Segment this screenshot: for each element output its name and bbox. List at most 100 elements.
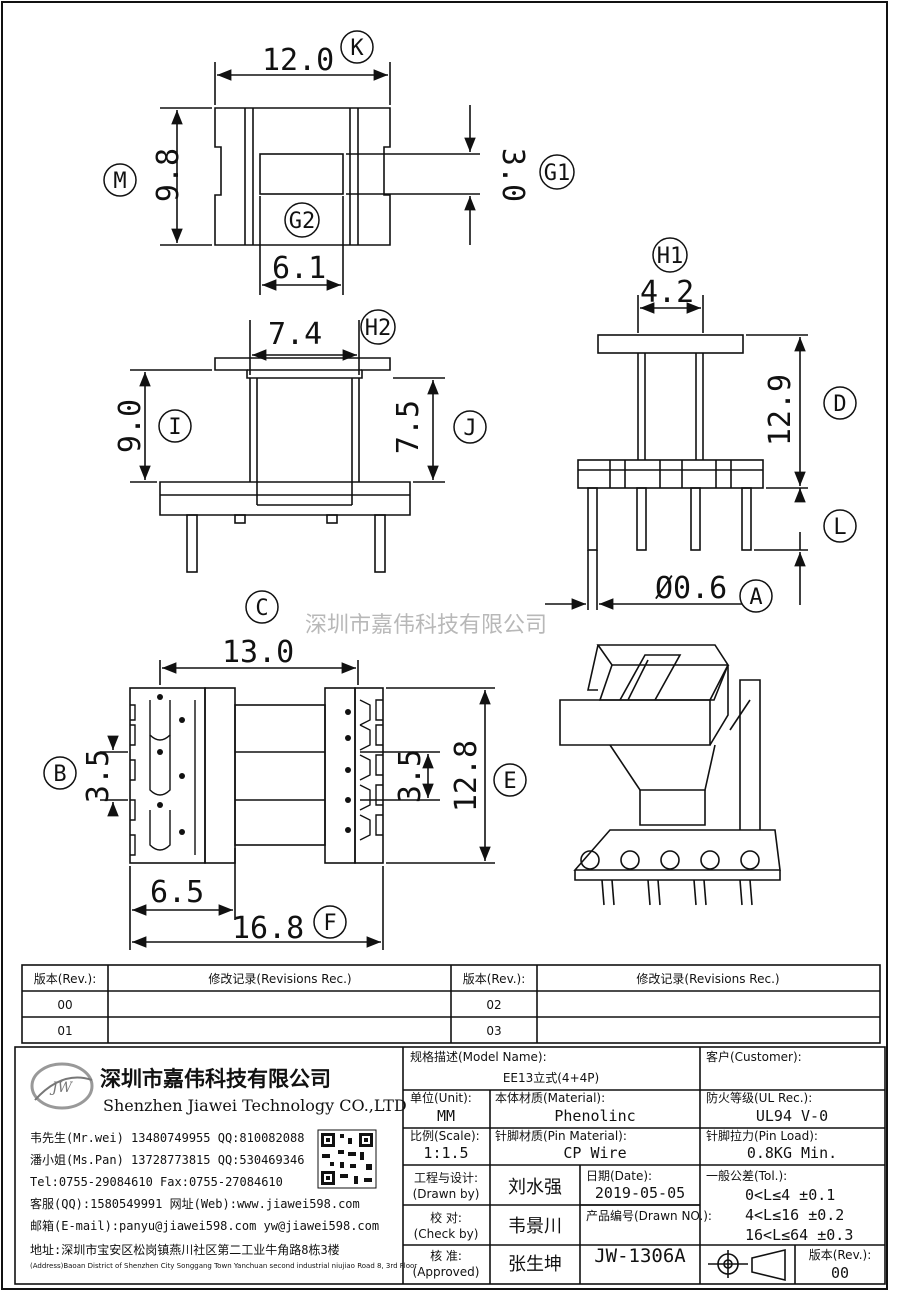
dim-e: 12.8 bbox=[449, 740, 484, 812]
bottom-view bbox=[129, 687, 384, 864]
model-value: EE13立式(4+4P) bbox=[503, 1070, 599, 1085]
rev-row-03: 03 bbox=[486, 1024, 501, 1038]
pin-load-label: 针脚拉力(Pin Load): bbox=[706, 1128, 818, 1143]
dim-f: 16.8 bbox=[232, 911, 304, 946]
rev-value: 00 bbox=[831, 1264, 849, 1282]
company-name-en: Shenzhen Jiawei Technology CO.,LTD bbox=[103, 1096, 407, 1115]
model-label: 规格描述(Model Name): bbox=[410, 1049, 547, 1064]
contact-address: 地址:深圳市宝安区松岗镇燕川社区第二工业牛角路8栋3楼 bbox=[30, 1242, 340, 1257]
date-label: 日期(Date): bbox=[586, 1169, 652, 1183]
label-i: I bbox=[168, 415, 181, 440]
dim-j: 7.5 bbox=[391, 400, 426, 454]
side-view bbox=[577, 334, 764, 551]
rev-col-header-1: 版本(Rev.): bbox=[34, 972, 97, 986]
rev-row-00: 00 bbox=[57, 998, 72, 1012]
date-value: 2019-05-05 bbox=[595, 1184, 685, 1202]
label-j: J bbox=[463, 416, 476, 441]
dim-m: 9.8 bbox=[151, 148, 186, 202]
bottom-view-pin-slots bbox=[130, 699, 383, 856]
rev-col-header-2: 版本(Rev.): bbox=[463, 972, 526, 986]
scale-value: 1:1.5 bbox=[423, 1144, 468, 1162]
tolerance-2: 4<L≤16 ±0.2 bbox=[745, 1206, 844, 1224]
logo-text: JW bbox=[49, 1080, 74, 1096]
rev-row-01: 01 bbox=[57, 1024, 72, 1038]
isometric-view bbox=[559, 644, 781, 906]
label-a: A bbox=[749, 585, 762, 610]
check-label-en: (Check by) bbox=[414, 1227, 479, 1241]
dim-i: 9.0 bbox=[113, 399, 148, 453]
dim-b: 3.5 bbox=[81, 749, 116, 803]
contact-wei: 韦先生(Mr.wei) 13480749955 QQ:810082088 bbox=[30, 1131, 304, 1145]
dim-b-inner: 3.5 bbox=[393, 749, 428, 803]
contact-qq-web: 客服(QQ):1580549991 网址(Web):www.jiawei598.… bbox=[30, 1196, 360, 1211]
label-f: F bbox=[323, 911, 336, 936]
contact-pan: 潘小姐(Ms.Pan) 13728773815 QQ:530469346 bbox=[30, 1153, 304, 1167]
label-c: C bbox=[255, 596, 268, 621]
rec-col-header-2: 修改记录(Revisions Rec.) bbox=[636, 971, 779, 986]
label-b: B bbox=[53, 762, 66, 787]
pin-material-value: CP Wire bbox=[563, 1144, 626, 1162]
dim-a: Ø0.6 bbox=[655, 571, 727, 606]
contact-tel-fax: Tel:0755-29084610 Fax:0755-27084610 bbox=[30, 1175, 283, 1189]
material-value: Phenolinc bbox=[554, 1107, 635, 1125]
approved-label-en: (Approved) bbox=[413, 1265, 480, 1279]
drawn-by: 刘水强 bbox=[508, 1177, 562, 1198]
check-by: 韦景川 bbox=[508, 1216, 562, 1237]
projection-symbol bbox=[708, 1248, 786, 1282]
contact-email: 邮箱(E-mail):panyu@jiawei598.com yw@jiawei… bbox=[30, 1218, 379, 1233]
tolerance-1: 0<L≤4 ±0.1 bbox=[745, 1186, 835, 1204]
dim-f1: 6.5 bbox=[150, 875, 204, 910]
dim-k: 12.0 bbox=[262, 43, 334, 78]
company-logo: JW bbox=[30, 1062, 94, 1110]
drawn-label-en: (Drawn by) bbox=[413, 1187, 480, 1201]
label-l: L bbox=[833, 515, 846, 540]
label-h2: H2 bbox=[365, 316, 392, 341]
front-view bbox=[159, 357, 411, 573]
dim-h1: 4.2 bbox=[640, 275, 694, 310]
drawn-no-label: 产品编号(Drawn NO.): bbox=[586, 1208, 712, 1223]
dim-g2: 6.1 bbox=[272, 251, 326, 286]
label-m: M bbox=[113, 169, 126, 194]
revision-table bbox=[21, 964, 881, 1044]
rev-row-02: 02 bbox=[486, 998, 501, 1012]
customer-label: 客户(Customer): bbox=[706, 1049, 802, 1064]
unit-label: 单位(Unit): bbox=[410, 1090, 472, 1105]
dim-d: 12.9 bbox=[763, 374, 798, 446]
title-block bbox=[14, 1046, 886, 1285]
qr-code bbox=[317, 1129, 377, 1189]
drawn-label-cn: 工程与设计: bbox=[414, 1170, 478, 1185]
label-g2: G2 bbox=[289, 209, 316, 234]
label-h1: H1 bbox=[657, 244, 684, 269]
bottom-view-pin-dots bbox=[157, 694, 351, 835]
ul-value: UL94 V-0 bbox=[756, 1107, 828, 1125]
company-name-cn: 深圳市嘉伟科技有限公司 bbox=[100, 1067, 331, 1091]
scale-label: 比例(Scale): bbox=[410, 1129, 480, 1143]
watermark: 深圳市嘉伟科技有限公司 bbox=[305, 613, 547, 638]
check-label-cn: 校 对: bbox=[430, 1210, 462, 1225]
approved-label-cn: 核 准: bbox=[430, 1249, 462, 1263]
label-e: E bbox=[503, 769, 516, 794]
label-k: K bbox=[350, 36, 364, 61]
contact-address-en: (Address)Baoan District of Shenzhen City… bbox=[30, 1262, 417, 1270]
approved-by: 张生坤 bbox=[508, 1254, 562, 1275]
label-g1: G1 bbox=[544, 161, 571, 186]
drawn-no-value: JW-1306A bbox=[594, 1245, 686, 1267]
material-label: 本体材质(Material): bbox=[495, 1091, 605, 1105]
dim-g1: 3.0 bbox=[495, 148, 530, 202]
label-d: D bbox=[833, 392, 846, 417]
unit-value: MM bbox=[437, 1107, 455, 1125]
rev-label: 版本(Rev.): bbox=[809, 1248, 872, 1262]
rec-col-header-1: 修改记录(Revisions Rec.) bbox=[208, 971, 351, 986]
dim-c: 13.0 bbox=[222, 635, 294, 670]
tolerance-label: 一般公差(Tol.): bbox=[706, 1168, 787, 1183]
label-circles bbox=[43, 30, 857, 939]
pin-material-label: 针脚材质(Pin Material): bbox=[495, 1128, 627, 1143]
dim-h2: 7.4 bbox=[268, 317, 322, 352]
pin-load-value: 0.8KG Min. bbox=[747, 1144, 837, 1162]
tolerance-3: 16<L≤64 ±0.3 bbox=[745, 1226, 853, 1244]
ul-label: 防火等级(UL Rec.): bbox=[706, 1090, 812, 1105]
top-view bbox=[214, 107, 391, 246]
